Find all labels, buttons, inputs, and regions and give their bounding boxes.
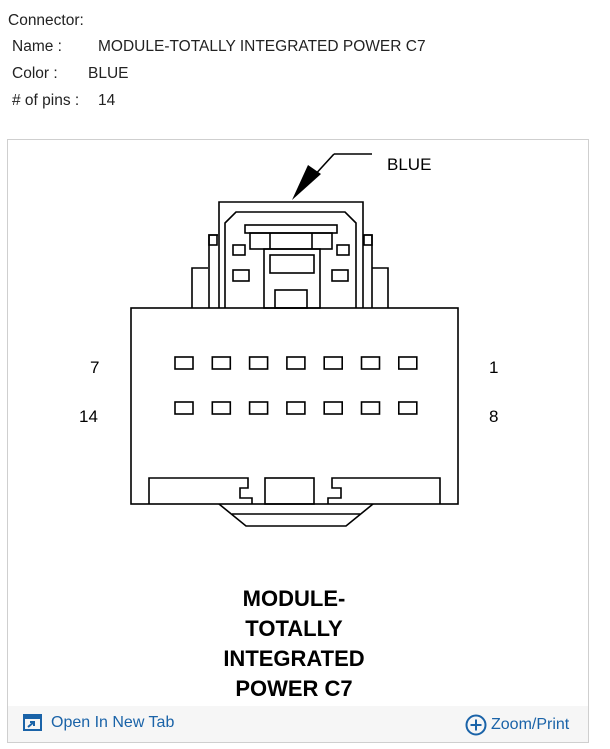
latch-slot [263,248,321,309]
pin-cavity [174,401,194,415]
latch-key [274,289,308,309]
color-value: BLUE [88,65,129,82]
open-in-new-tab-link[interactable]: Open In New Tab [23,714,174,732]
name-label: Name : [12,38,62,55]
diagram-title-line-4: POWER C7 [235,676,352,701]
pin-cavity [211,356,232,370]
latch-square-right [331,269,349,282]
latch-outer [218,201,364,308]
panel-footer: Open In New Tab Zoom/Print [8,706,588,742]
diagram-title-line-3: INTEGRATED [223,646,364,671]
connector-info: Connector: Name : MODULE-TOTALLY INTEGRA… [0,0,610,130]
latch-side-left [208,234,218,308]
diagram-title-line-1: MODULE- [243,586,346,611]
latch-block [249,232,333,250]
diagram-title: MODULE- TOTALLY INTEGRATED POWER C7 [223,586,364,701]
latch-frame [224,211,357,308]
callout-arrow [292,165,321,200]
color-callout-label: BLUE [387,155,431,174]
pin-cavity [174,356,194,370]
open-in-new-tab-label: Open In New Tab [51,714,175,731]
pin-cavity [211,401,232,415]
pin-number-top-left: 7 [90,358,99,377]
latch-window [269,254,315,274]
latch-nub-left [232,244,246,256]
pin-cavity [286,356,306,370]
pin-number-bottom-left: 14 [79,407,98,426]
pin-cavity [323,401,344,415]
latch-tab-right [363,234,373,246]
pin-cavity [323,356,344,370]
latch-tab-left [208,234,218,246]
pin-cavity [397,356,418,370]
pins-value: 14 [98,92,116,109]
bottom-key-right [327,477,441,504]
zoom-print-label: Zoom/Print [491,716,570,733]
pin-cavity [360,356,381,370]
connector-heading: Connector: [8,12,84,29]
connector-body [130,307,459,505]
pin-cavity [397,401,418,415]
latch-step-right [372,267,389,308]
diagram-title-line-2: TOTALLY [245,616,343,641]
name-value: MODULE-TOTALLY INTEGRATED POWER C7 [98,38,426,55]
pin-cavity [286,401,306,415]
pin-cavities [174,356,418,415]
zoom-plus-icon [465,714,487,736]
pins-label: # of pins : [12,92,80,109]
pin-cavity [360,401,381,415]
latch-bar-top [244,224,338,234]
diagram-panel: BLUE 7 1 14 8 MODULE- TOTALLY INTEGRATED… [7,139,589,743]
bottom-key-left [148,477,253,504]
color-label: Color : [12,65,58,82]
open-in-new-tab-icon [23,714,42,731]
latch-square-left [232,269,250,282]
pin-number-top-right: 1 [489,358,498,377]
pin-number-bottom-right: 8 [489,407,498,426]
pin-cavity [248,401,269,415]
pin-cavity [248,356,269,370]
bottom-flange [218,503,374,527]
zoom-print-link[interactable]: Zoom/Print [465,714,569,736]
bottom-key-center [264,477,315,505]
latch-step-left [191,267,208,308]
latch-side-right [364,234,373,308]
connector-diagram: BLUE 7 1 14 8 MODULE- TOTALLY INTEGRATED… [79,153,498,701]
latch-nub-right [336,244,350,256]
